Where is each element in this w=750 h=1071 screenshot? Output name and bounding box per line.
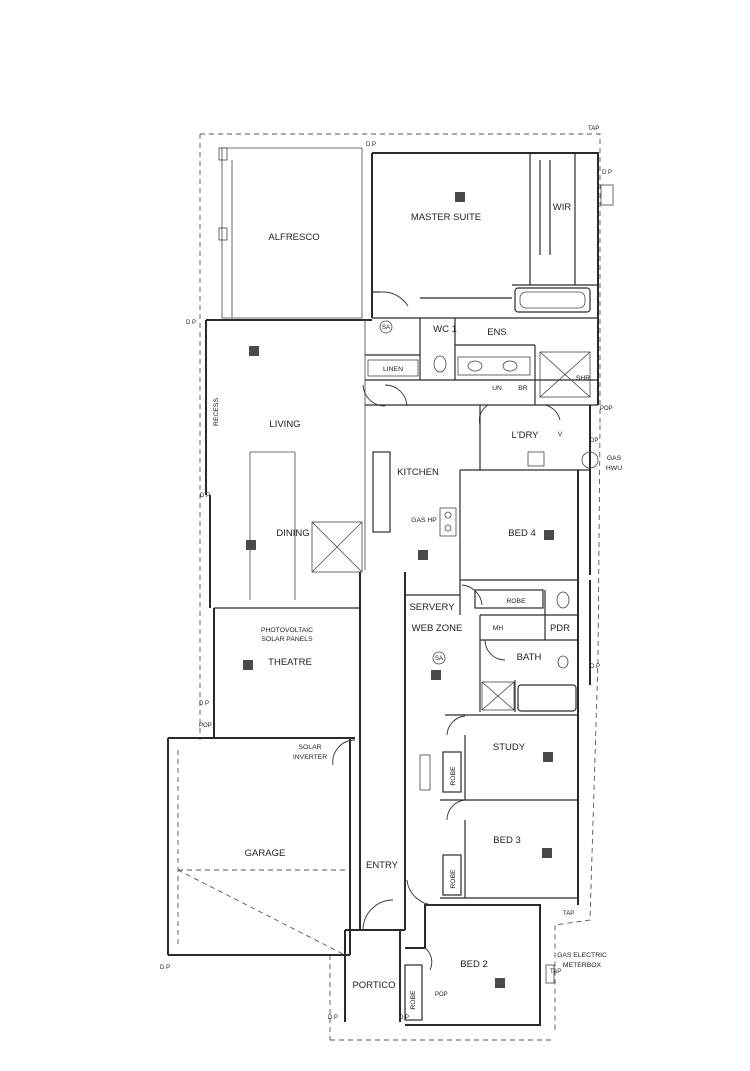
label-gas-hp: GAS HP (411, 517, 437, 524)
label-br: BR (518, 385, 528, 392)
interior-walls (177, 153, 598, 1021)
doors (332, 291, 561, 971)
label-dp-right-top: D P (602, 170, 612, 176)
label-bed2: BED 2 (460, 959, 487, 970)
label-dp-living: D P (200, 493, 210, 499)
annotations: TAP D P D P D P POP DP D P D P POP D P S… (160, 126, 614, 1021)
label-study: STUDY (493, 742, 526, 753)
label-ens: ENS (487, 327, 507, 338)
label-portico: PORTICO (352, 980, 395, 991)
label-photovoltaic: PHOTOVOLTAIC (261, 627, 313, 634)
label-sa-web: SA (435, 656, 443, 662)
label-dp-bath: D P (590, 664, 600, 670)
label-dp-theatre: D P (199, 701, 209, 707)
label-robe-bed3: ROBE (450, 869, 457, 889)
label-sa-master: SA (382, 325, 390, 331)
label-bath: BATH (517, 652, 542, 663)
label-web-zone: WEB ZONE (412, 623, 463, 634)
label-kitchen: KITCHEN (397, 467, 439, 478)
label-dp-portico-right: D P (399, 1015, 409, 1021)
label-tap-bed3: TAP (563, 911, 574, 917)
label-robe-study: ROBE (450, 766, 457, 786)
label-garage: GARAGE (245, 848, 286, 859)
label-recess: RECESS (213, 398, 220, 426)
label-un: UN (492, 385, 502, 392)
alfresco-outline (218, 147, 363, 319)
label-entry: ENTRY (366, 860, 399, 871)
label-meterbox: METERBOX (563, 962, 602, 969)
label-dining: DINING (276, 528, 309, 539)
label-inverter: INVERTER (293, 754, 327, 761)
site-boundary (199, 133, 601, 1041)
exterior-walls (167, 152, 599, 1026)
label-tap-top: TAP (588, 126, 599, 132)
label-theatre: THEATRE (268, 657, 312, 668)
label-v: V (558, 431, 563, 438)
label-dp-laundry: DP (590, 438, 598, 444)
label-pop-bed2: POP (435, 992, 448, 998)
label-gas: GAS (607, 455, 622, 462)
label-living: LIVING (269, 419, 300, 430)
label-wc: WC 1 (433, 324, 457, 335)
label-pop-theatre: POP (199, 723, 212, 729)
label-linen: LINEN (383, 366, 403, 373)
label-alfresco: ALFRESCO (268, 232, 319, 243)
label-gas-electric: GAS ELECTRIC (557, 952, 607, 959)
label-dp-portico-left: D P (328, 1015, 338, 1021)
label-dp-alfresco: D P (186, 320, 196, 326)
label-master-suite: MASTER SUITE (411, 212, 481, 223)
label-dp-garage: D P (160, 965, 170, 971)
fixtures (367, 287, 599, 984)
label-mh: MH (493, 625, 504, 632)
room-markers (243, 192, 554, 988)
label-robe-bed2: ROBE (410, 990, 417, 1010)
label-bed3: BED 3 (493, 835, 520, 846)
label-bed4: BED 4 (508, 528, 535, 539)
label-pop-ens: POP (600, 406, 613, 412)
skylight (311, 521, 363, 573)
label-dp-top: D P (366, 142, 376, 148)
label-solar-panels: SOLAR PANELS (261, 636, 313, 643)
label-wir: WIR (553, 202, 572, 213)
room-labels: ALFRESCO MASTER SUITE WIR WC 1 ENS LINEN… (213, 202, 622, 1010)
label-tap-bed2: TAP (550, 969, 561, 975)
label-robe-bed4: ROBE (506, 598, 526, 605)
label-servery: SERVERY (409, 602, 455, 613)
label-solar: SOLAR (298, 744, 321, 751)
label-pdr: PDR (550, 623, 570, 634)
label-hwu: HWU (606, 465, 622, 472)
label-laundry: L'DRY (512, 430, 540, 441)
label-shr: SHR (576, 375, 590, 382)
